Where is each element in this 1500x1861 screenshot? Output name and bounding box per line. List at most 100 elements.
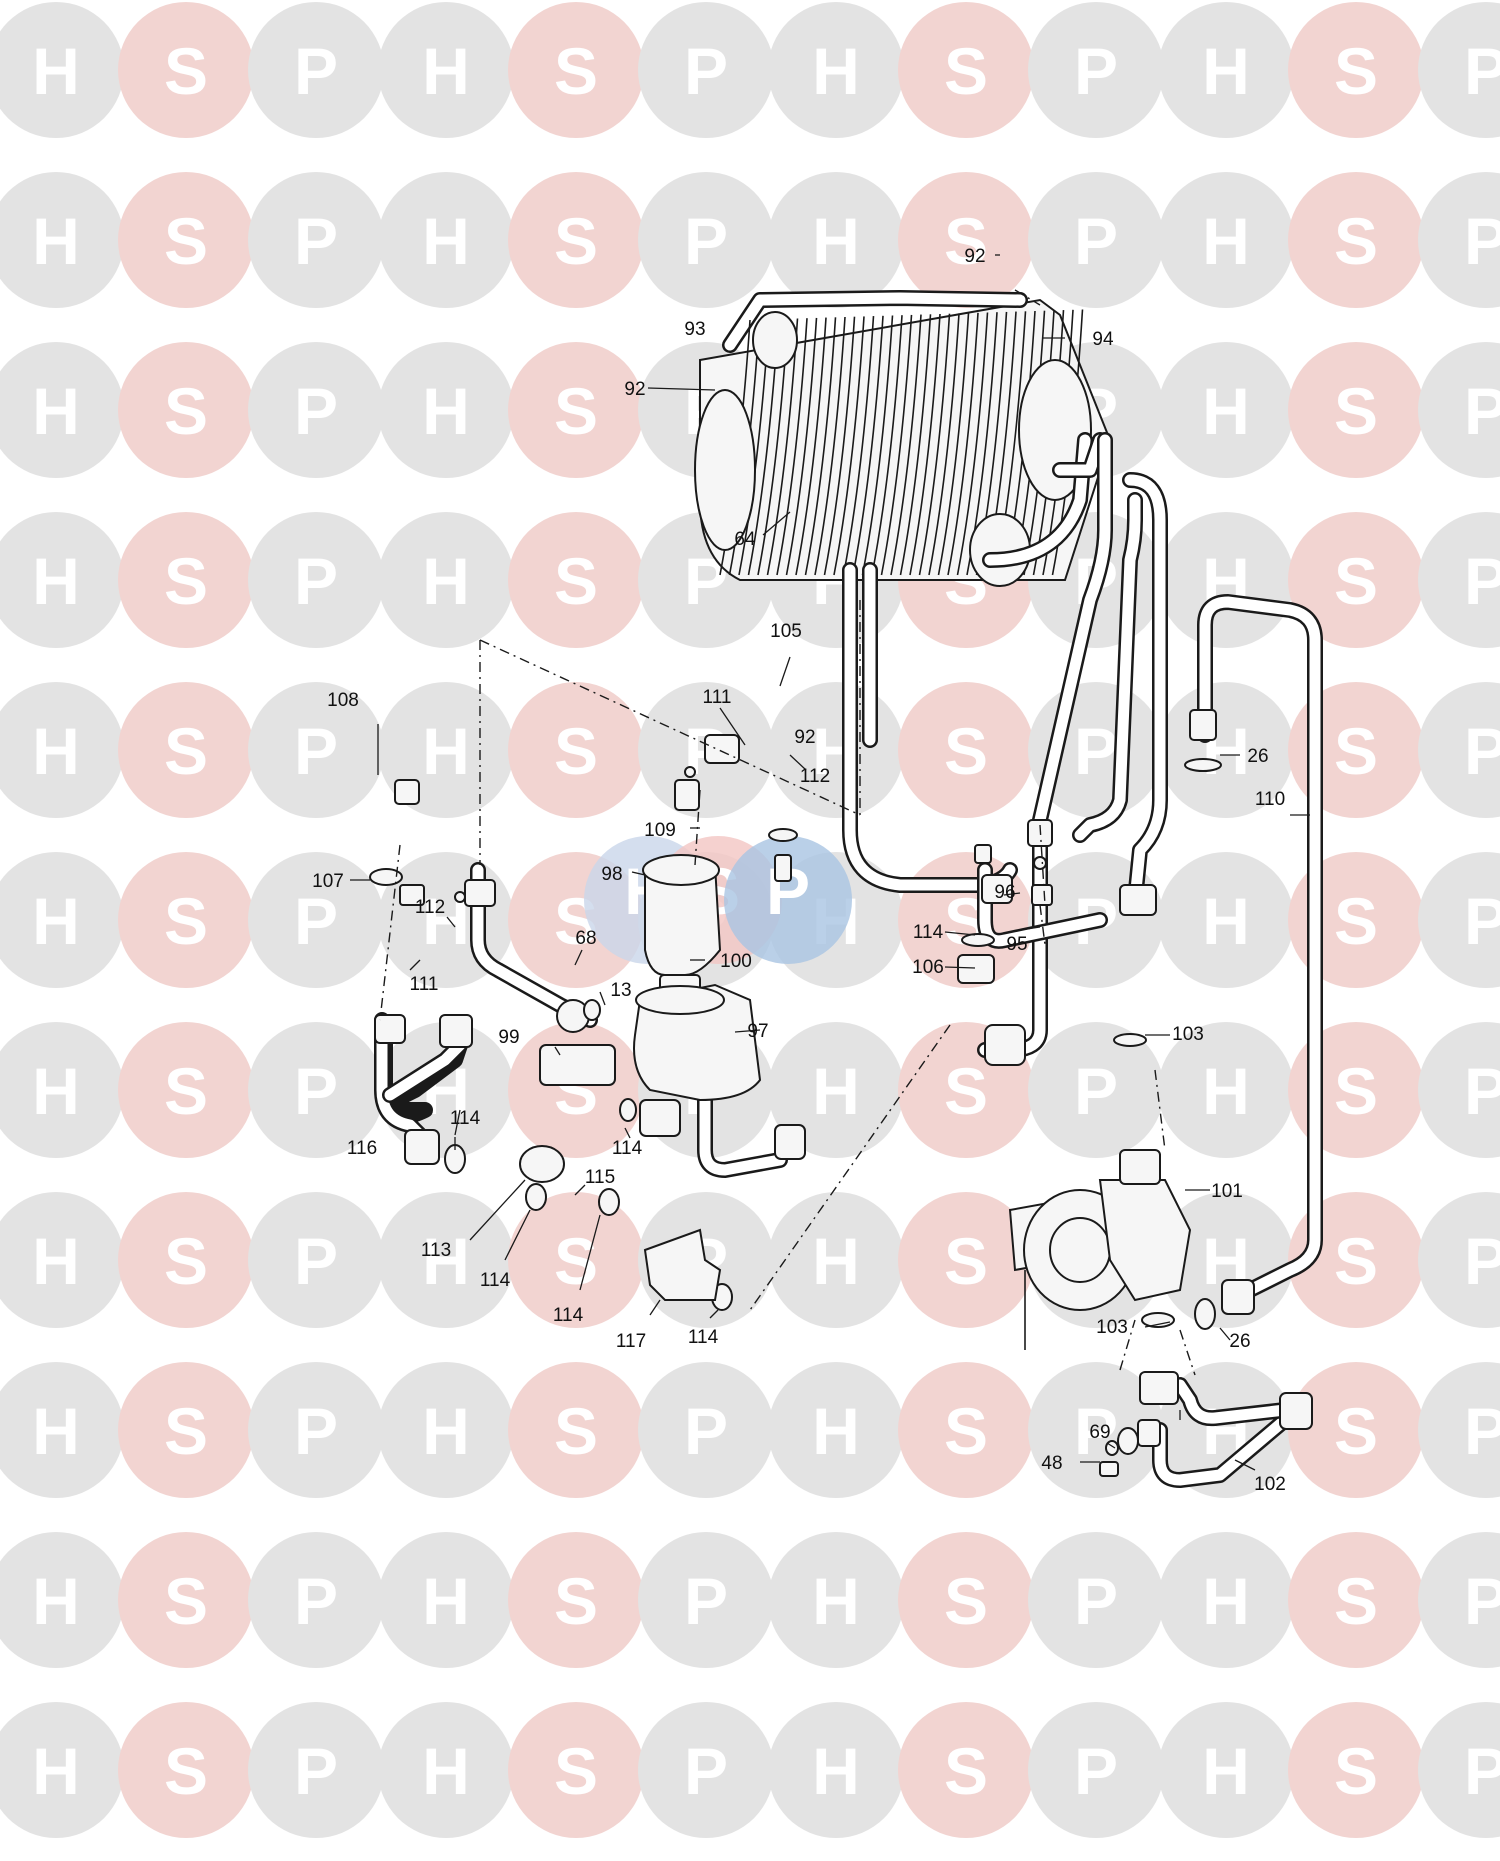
callout-92[interactable]: 92 (964, 246, 985, 267)
callout-103[interactable]: 103 (1172, 1024, 1204, 1045)
watermark-s-circle: S (508, 1192, 644, 1328)
svg-text:S: S (944, 1394, 988, 1468)
callout-114[interactable]: 114 (688, 1327, 719, 1348)
callout-106[interactable]: 106 (912, 957, 944, 978)
fin-line (842, 316, 875, 576)
watermark-p-circle: P (248, 1702, 384, 1838)
callout-115[interactable]: 115 (585, 1167, 615, 1188)
callout-114[interactable]: 114 (913, 922, 944, 943)
callout-112[interactable]: 112 (800, 766, 830, 787)
svg-text:P: P (294, 1224, 338, 1298)
svg-text:S: S (1334, 374, 1378, 448)
callout-69[interactable]: 69 (1089, 1422, 1110, 1443)
callout-97[interactable]: 97 (747, 1021, 768, 1042)
callout-102[interactable]: 102 (1254, 1474, 1286, 1495)
watermark-s-circle: S (508, 2, 644, 138)
callout-26[interactable]: 26 (1247, 746, 1268, 767)
svg-text:H: H (1202, 884, 1250, 958)
callout-93[interactable]: 93 (684, 319, 705, 340)
svg-text:S: S (164, 544, 208, 618)
svg-text:H: H (32, 884, 80, 958)
svg-text:S: S (164, 1734, 208, 1808)
callout-68[interactable]: 68 (575, 928, 596, 949)
watermark-h-circle: H (0, 342, 124, 478)
svg-text:S: S (1334, 1564, 1378, 1638)
callout-114[interactable]: 114 (450, 1108, 481, 1129)
callout-117[interactable]: 117 (616, 1331, 646, 1352)
svg-text:S: S (554, 34, 598, 108)
callout-92[interactable]: 92 (794, 727, 815, 748)
svg-text:H: H (1202, 1564, 1250, 1638)
watermark-p-circle: P (1418, 682, 1500, 818)
svg-text:S: S (1334, 1734, 1378, 1808)
watermark-p-circle: P (248, 512, 384, 648)
callout-116[interactable]: 116 (347, 1138, 377, 1159)
callout-26[interactable]: 26 (1229, 1331, 1250, 1352)
fin-line (804, 317, 837, 576)
svg-text:H: H (1202, 374, 1250, 448)
callout-111[interactable]: 111 (703, 687, 732, 708)
watermark-h-circle: H (0, 1532, 124, 1668)
watermark-p-circle: P (248, 682, 384, 818)
callout-110[interactable]: 110 (1255, 789, 1285, 810)
svg-text:S: S (1334, 714, 1378, 788)
callout-92[interactable]: 92 (624, 379, 645, 400)
callout-13[interactable]: 13 (610, 980, 631, 1001)
callout-114[interactable]: 114 (553, 1305, 584, 1326)
svg-text:S: S (164, 204, 208, 278)
callout-96[interactable]: 96 (994, 882, 1015, 903)
callout-95[interactable]: 95 (1006, 934, 1027, 955)
callout-48[interactable]: 48 (1041, 1453, 1062, 1474)
callout-100[interactable]: 100 (720, 951, 752, 972)
watermark-s-circle: S (1288, 1532, 1424, 1668)
watermark-p-circle: P (1028, 172, 1164, 308)
fin-line (890, 314, 922, 576)
svg-text:S: S (164, 1394, 208, 1468)
watermark-p-circle: P (1028, 1702, 1164, 1838)
svg-text:H: H (32, 714, 80, 788)
watermark-s-circle: S (898, 1192, 1034, 1328)
callout-101[interactable]: 101 (1211, 1181, 1243, 1202)
watermark-h-circle: H (768, 1702, 904, 1838)
svg-text:S: S (554, 374, 598, 448)
svg-text:P: P (684, 1734, 728, 1808)
callout-114[interactable]: 114 (612, 1138, 643, 1159)
fin-line (880, 314, 913, 576)
callout-105[interactable]: 105 (770, 621, 802, 642)
callout-113[interactable]: 113 (421, 1240, 451, 1261)
svg-text:H: H (1202, 204, 1250, 278)
callout-107[interactable]: 107 (312, 871, 344, 892)
callout-108[interactable]: 108 (327, 690, 359, 711)
svg-text:H: H (812, 34, 860, 108)
watermark-p-circle: P (1418, 1532, 1500, 1668)
svg-text:H: H (812, 1564, 860, 1638)
svg-text:S: S (944, 1564, 988, 1638)
svg-text:H: H (422, 1394, 470, 1468)
fin-line (814, 316, 846, 576)
svg-text:S: S (1334, 1224, 1378, 1298)
callout-112[interactable]: 112 (415, 897, 445, 918)
watermark-s-circle: S (118, 1532, 254, 1668)
svg-text:P: P (1464, 1394, 1500, 1468)
callout-99[interactable]: 99 (498, 1027, 519, 1048)
callout-109[interactable]: 109 (644, 820, 676, 841)
watermark-h-circle: H (0, 512, 124, 648)
svg-text:S: S (164, 34, 208, 108)
callout-94[interactable]: 94 (1092, 329, 1114, 350)
watermark-p-circle: P (1028, 2, 1164, 138)
callout-98[interactable]: 98 (601, 864, 622, 885)
watermark-h-circle: H (768, 682, 904, 818)
callout-103[interactable]: 103 (1096, 1317, 1128, 1338)
fittings (369, 709, 1313, 1477)
svg-text:P: P (684, 1564, 728, 1638)
svg-text:H: H (1202, 1054, 1250, 1128)
svg-text:S: S (554, 1394, 598, 1468)
watermark-s-circle: S (118, 2, 254, 138)
svg-text:S: S (164, 714, 208, 788)
callout-114[interactable]: 114 (480, 1270, 511, 1291)
callout-111[interactable]: 111 (410, 974, 439, 995)
watermark-h-circle: H (1158, 852, 1294, 988)
pump (1008, 1149, 1192, 1350)
callout-64[interactable]: 64 (734, 529, 756, 550)
